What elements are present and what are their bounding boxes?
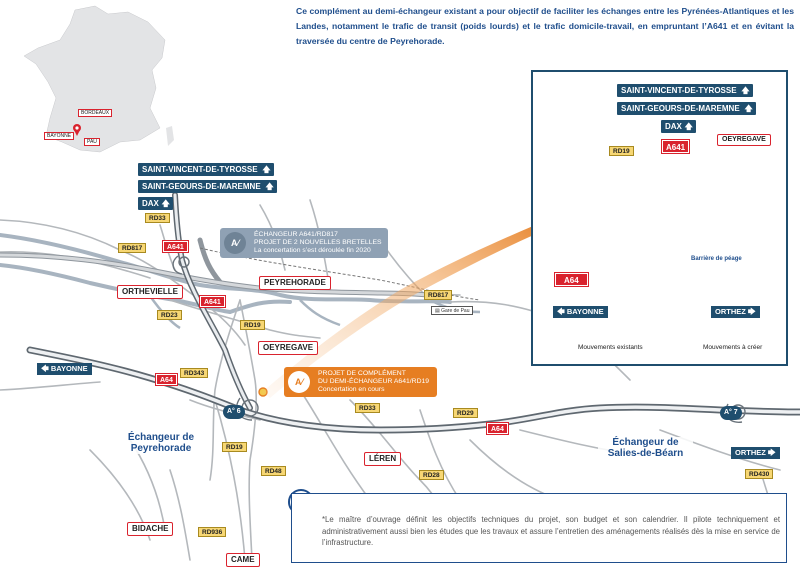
arrow-up-icon: 🡅 xyxy=(161,199,170,208)
road-rd28: RD28 xyxy=(419,470,444,480)
footnote-text: *Le maître d’ouvrage définit les objecti… xyxy=(322,515,780,547)
corsica-outline xyxy=(166,126,174,146)
sign-label: DAX xyxy=(142,199,159,208)
sign-label: SAINT-GEOURS-DE-MAREMNE xyxy=(621,104,740,113)
callout-project-rd817: A⁄ ÉCHANGEUR A641/RD817 PROJET DE 2 NOUV… xyxy=(220,228,388,258)
france-label-bayonne: BAYONNE xyxy=(44,132,75,140)
road-a64-east: A64 xyxy=(486,422,509,435)
sign-saint-vincent: SAINT-VINCENT-DE-TYROSSE 🡅 xyxy=(138,163,274,176)
interchange-icon: A⁄ xyxy=(224,232,246,254)
town-came: CAME xyxy=(226,553,260,567)
town-orthevielle: ORTHEVIELLE xyxy=(117,285,184,299)
exit-6-badge: A° 6 xyxy=(223,405,245,419)
road-rd817-west: RD817 xyxy=(118,243,147,253)
legend-new: Mouvements à créer xyxy=(703,344,763,351)
location-pin-icon xyxy=(73,124,81,136)
road-a64-west: A64 xyxy=(155,373,178,386)
road-rd430: RD430 xyxy=(745,469,774,479)
legend-existing: Mouvements existants xyxy=(578,344,643,351)
inset-sign-saint-vincent: SAINT-VINCENT-DE-TYROSSE 🡅 xyxy=(617,84,753,97)
inset-direction-orthez: ORTHEZ 🡆 xyxy=(711,306,760,318)
arrow-up-icon: 🡅 xyxy=(744,104,753,113)
arrow-up-icon: 🡅 xyxy=(684,122,693,131)
road-rd343: RD343 xyxy=(180,368,209,378)
town-oeyregave: OEYREGAVE xyxy=(258,341,319,355)
town-leren: LÉREN xyxy=(364,452,402,466)
france-label-pau: PAU xyxy=(84,138,100,146)
road-a641-south: A641 xyxy=(199,295,226,308)
road-rd817-east: RD817 xyxy=(424,290,453,300)
label-echangeur-salies: Échangeur de Salies-de-Béarn xyxy=(598,437,693,459)
direction-orthez: ORTHEZ 🡆 xyxy=(731,447,780,459)
sign-label: DAX xyxy=(665,122,682,131)
a641-motorway xyxy=(172,192,253,411)
callout-line: PROJET DE COMPLÉMENT xyxy=(318,370,406,377)
footnote-box: *Le maître d’ouvrage définit les objecti… xyxy=(291,493,787,563)
town-bidache: BIDACHE xyxy=(127,522,174,536)
callout-line: PROJET DE 2 NOUVELLES BRETELLES xyxy=(254,239,382,246)
intro-paragraph: Ce complément au demi-échangeur existant… xyxy=(296,6,794,46)
inset-sign-saint-geours: SAINT-GEOURS-DE-MAREMNE 🡅 xyxy=(617,102,756,115)
road-rd23: RD23 xyxy=(157,310,182,320)
inset-town-oeyregave: OEYREGAVE xyxy=(717,134,771,146)
town-peyrehorade: PEYREHORADE xyxy=(259,276,331,290)
sign-label: SAINT-VINCENT-DE-TYROSSE xyxy=(621,86,737,95)
train-icon: ▤ xyxy=(435,308,442,314)
arrow-up-icon: 🡅 xyxy=(265,182,274,191)
france-outline xyxy=(23,5,166,153)
road-rd29: RD29 xyxy=(453,408,478,418)
callout-line: DU DEMI-ÉCHANGEUR A641/RD19 xyxy=(318,378,430,385)
road-rd33-north: RD33 xyxy=(145,213,170,223)
road-rd19-south: RD19 xyxy=(222,442,247,452)
inset-direction-bayonne: 🡄 BAYONNE xyxy=(553,306,608,318)
callout-project-rd19: A⁄ PROJET DE COMPLÉMENT DU DEMI-ÉCHANGEU… xyxy=(284,367,438,397)
main-roads xyxy=(0,253,442,298)
sign-saint-geours: SAINT-GEOURS-DE-MAREMNE 🡅 xyxy=(138,180,277,193)
sign-dax: DAX🡅 xyxy=(138,197,173,210)
road-rd19-north: RD19 xyxy=(240,320,265,330)
sign-label: SAINT-GEOURS-DE-MAREMNE xyxy=(142,182,261,191)
a64-motorway xyxy=(26,346,800,434)
interchange-icon: A⁄ xyxy=(288,371,310,393)
callout-line: ÉCHANGEUR A641/RD817 xyxy=(254,231,338,238)
direction-bayonne: 🡄 BAYONNE xyxy=(37,363,92,375)
inset-road-a641: A641 xyxy=(660,139,691,154)
callout-line: La concertation s’est déroulée fin 2020 xyxy=(254,247,371,254)
train-station: ▤ Gare de Pau xyxy=(431,306,474,315)
exit-7-badge: A° 7 xyxy=(720,406,742,420)
road-rd33-south: RD33 xyxy=(355,403,380,413)
sign-label: SAINT-VINCENT-DE-TYROSSE xyxy=(142,165,258,174)
inset-sign-dax: DAX🡅 xyxy=(661,120,696,133)
interchange-rd817 xyxy=(172,255,190,275)
inset-road-a64: A64 xyxy=(554,272,589,287)
train-station-label: Gare de Pau xyxy=(441,308,470,314)
arrow-up-icon: 🡅 xyxy=(262,165,271,174)
arrow-up-icon: 🡅 xyxy=(741,86,750,95)
label-echangeur-peyrehorade: Échangeur de Peyrehorade xyxy=(120,432,202,454)
callout-line: Concertation en cours xyxy=(318,386,385,393)
road-a641-north: A641 xyxy=(162,240,189,253)
road-rd48: RD48 xyxy=(261,466,286,476)
france-label-bordeaux: BORDEAUX xyxy=(78,109,113,117)
road-rd936: RD936 xyxy=(198,527,227,537)
inset-road-rd19: RD19 xyxy=(609,146,634,156)
inset-toll-label: Barrière de péage xyxy=(691,256,742,262)
